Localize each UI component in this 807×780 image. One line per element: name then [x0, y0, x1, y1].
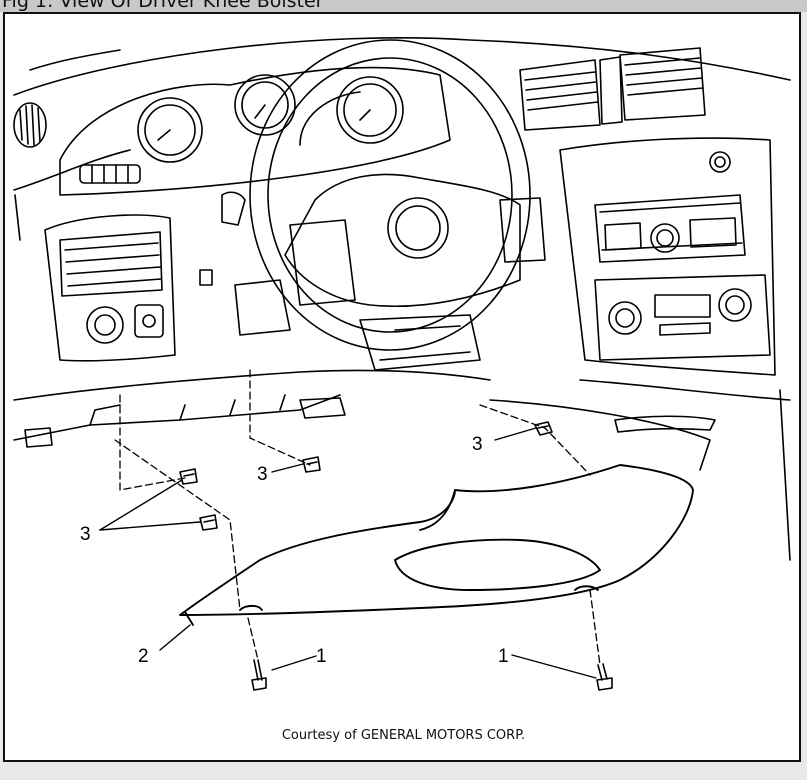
- bolt-1a: [251, 659, 267, 691]
- callout-1-bolt-right: 1: [498, 646, 509, 667]
- callout-1-bolt-left: 1: [316, 646, 327, 667]
- callout-3-clip-right: 3: [472, 434, 483, 455]
- dash-upper-outline: [13, 37, 791, 241]
- callout-3-clip-center: 3: [257, 464, 268, 485]
- leader-lines: [99, 427, 597, 679]
- courtesy-caption: Courtesy of GENERAL MOTORS CORP.: [281, 728, 526, 743]
- instrument-cluster: [59, 66, 451, 196]
- alignment-lines: [114, 369, 601, 666]
- retainer-clip-3c: [179, 468, 198, 485]
- retainer-clip-3a: [534, 421, 553, 436]
- dash-right-lower: [489, 379, 791, 561]
- left-air-vent: [44, 214, 213, 362]
- bolt-1b: [596, 663, 613, 691]
- callout-3-clips-left: 3: [80, 524, 91, 545]
- steering-wheel: [221, 39, 546, 351]
- center-air-vents: [519, 47, 706, 131]
- knee-bolster: [179, 464, 694, 626]
- figure-title: Fig 1: View Of Driver Knee Bolster: [2, 0, 324, 12]
- callout-2-knee-bolster: 2: [138, 646, 149, 667]
- figure-panel: [3, 12, 801, 762]
- retainer-clip-3b: [302, 456, 321, 473]
- center-stack: [559, 137, 776, 376]
- dash-lower-left: [13, 369, 491, 448]
- steering-column: [234, 279, 481, 371]
- figure-title-bar: Fig 1: View Of Driver Knee Bolster: [0, 0, 807, 12]
- left-speaker-grille: [13, 102, 47, 148]
- retainer-clip-3d: [199, 514, 218, 531]
